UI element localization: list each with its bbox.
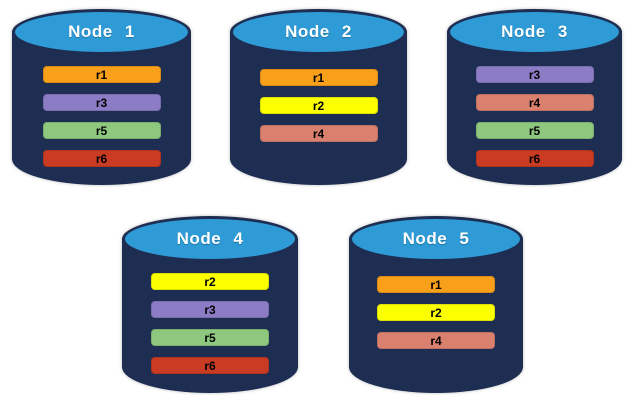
replica-bar-r5: r5: [475, 122, 594, 139]
replica-bar-r1: r1: [259, 69, 378, 86]
node-5: Node 5 r1 r2 r4: [349, 216, 523, 393]
replica-bar-r4: r4: [475, 94, 594, 111]
node-3: Node 3 r3 r4 r5 r6: [447, 9, 622, 185]
replica-bar-r6: r6: [475, 150, 594, 167]
node-2-cylinder-top: Node 2: [230, 9, 407, 55]
node-1-cylinder-top: Node 1: [12, 9, 191, 55]
node-1-replica-list: r1 r3 r5 r6: [12, 66, 191, 167]
replica-bar-r2: r2: [259, 97, 378, 114]
node-5-label: Node 5: [402, 229, 470, 248]
node-2-replica-list: r1 r2 r4: [230, 69, 407, 142]
replica-bar-r5: r5: [151, 329, 269, 346]
node-1: Node 1 r1 r3 r5 r6: [12, 9, 191, 185]
replica-bar-r2: r2: [377, 304, 495, 321]
node-1-label: Node 1: [68, 22, 135, 41]
node-5-replica-list: r1 r2 r4: [349, 276, 523, 349]
replica-bar-r2: r2: [151, 273, 269, 290]
node-4-replica-list: r2 r3 r5 r6: [122, 273, 298, 374]
node-3-replica-list: r3 r4 r5 r6: [447, 66, 622, 167]
node-4-label: Node 4: [176, 229, 244, 248]
replica-bar-r1: r1: [377, 276, 495, 293]
replica-bar-r5: r5: [42, 122, 161, 139]
replica-bar-r6: r6: [42, 150, 161, 167]
replica-bar-r4: r4: [259, 125, 378, 142]
node-3-label: Node 3: [501, 22, 568, 41]
node-3-cylinder-top: Node 3: [447, 9, 622, 55]
replica-bar-r1: r1: [42, 66, 161, 83]
replica-bar-r3: r3: [42, 94, 161, 111]
replica-bar-r6: r6: [151, 357, 269, 374]
node-2: Node 2 r1 r2 r4: [230, 9, 407, 185]
replica-bar-r3: r3: [475, 66, 594, 83]
node-4: Node 4 r2 r3 r5 r6: [122, 216, 298, 393]
node-5-cylinder-top: Node 5: [349, 216, 523, 262]
replica-bar-r3: r3: [151, 301, 269, 318]
node-4-cylinder-top: Node 4: [122, 216, 298, 262]
replica-bar-r4: r4: [377, 332, 495, 349]
node-2-label: Node 2: [285, 22, 352, 41]
